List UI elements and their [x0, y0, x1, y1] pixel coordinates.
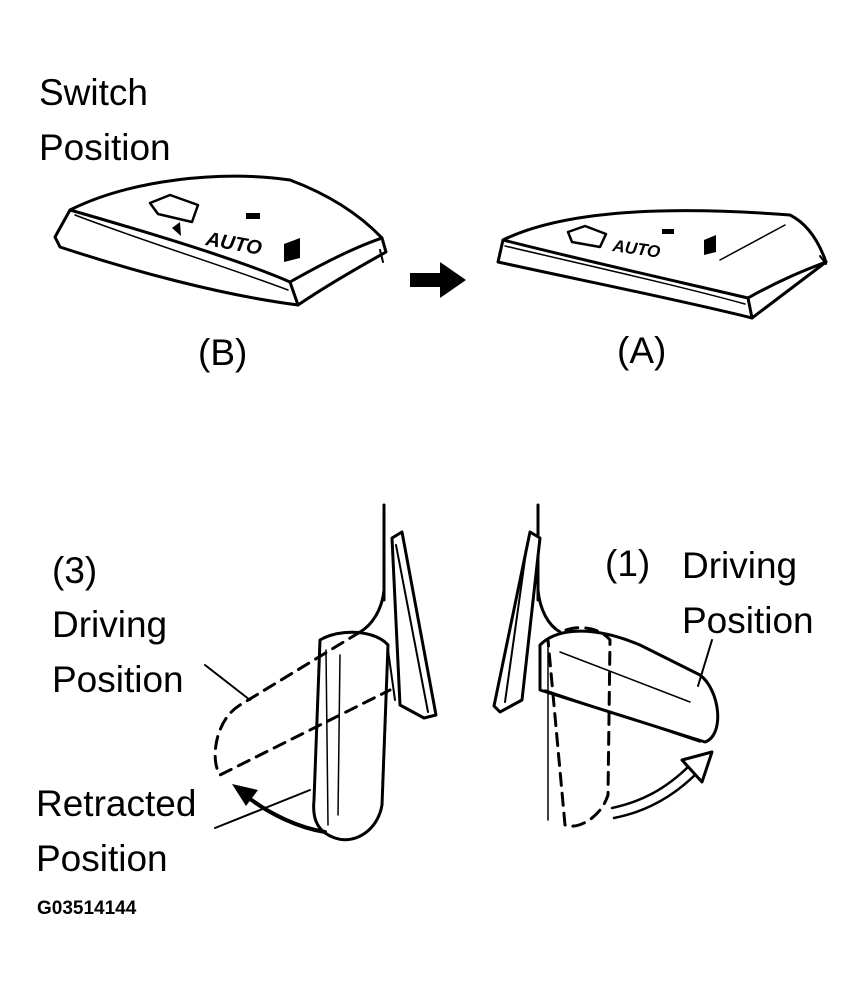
switch-b-label: (B): [198, 332, 248, 373]
switch-position-label-line1: Switch: [39, 72, 148, 113]
right-driving-position-label-line2: Position: [682, 600, 814, 641]
switch-a-drawing: [496, 209, 828, 320]
left-driving-position-label-line2: Position: [52, 659, 184, 700]
switch-position-label-line2: Position: [39, 127, 171, 168]
right-mirror-drawing: [492, 503, 720, 828]
step-1-label: (1): [605, 543, 651, 584]
transition-arrow: [410, 262, 466, 298]
right-driving-position-label-line1: Driving: [682, 545, 798, 586]
left-mirror-drawing: [204, 503, 438, 842]
retracted-position-label-line1: Retracted: [36, 783, 197, 824]
step-3-label: (3): [52, 550, 98, 591]
retracted-position-label-line2: Position: [36, 838, 168, 879]
figure-code: G03514144: [37, 898, 137, 919]
switch-a-label: (A): [617, 330, 667, 371]
switch-b-drawing: [53, 174, 388, 307]
left-driving-position-label-line1: Driving: [52, 604, 168, 645]
